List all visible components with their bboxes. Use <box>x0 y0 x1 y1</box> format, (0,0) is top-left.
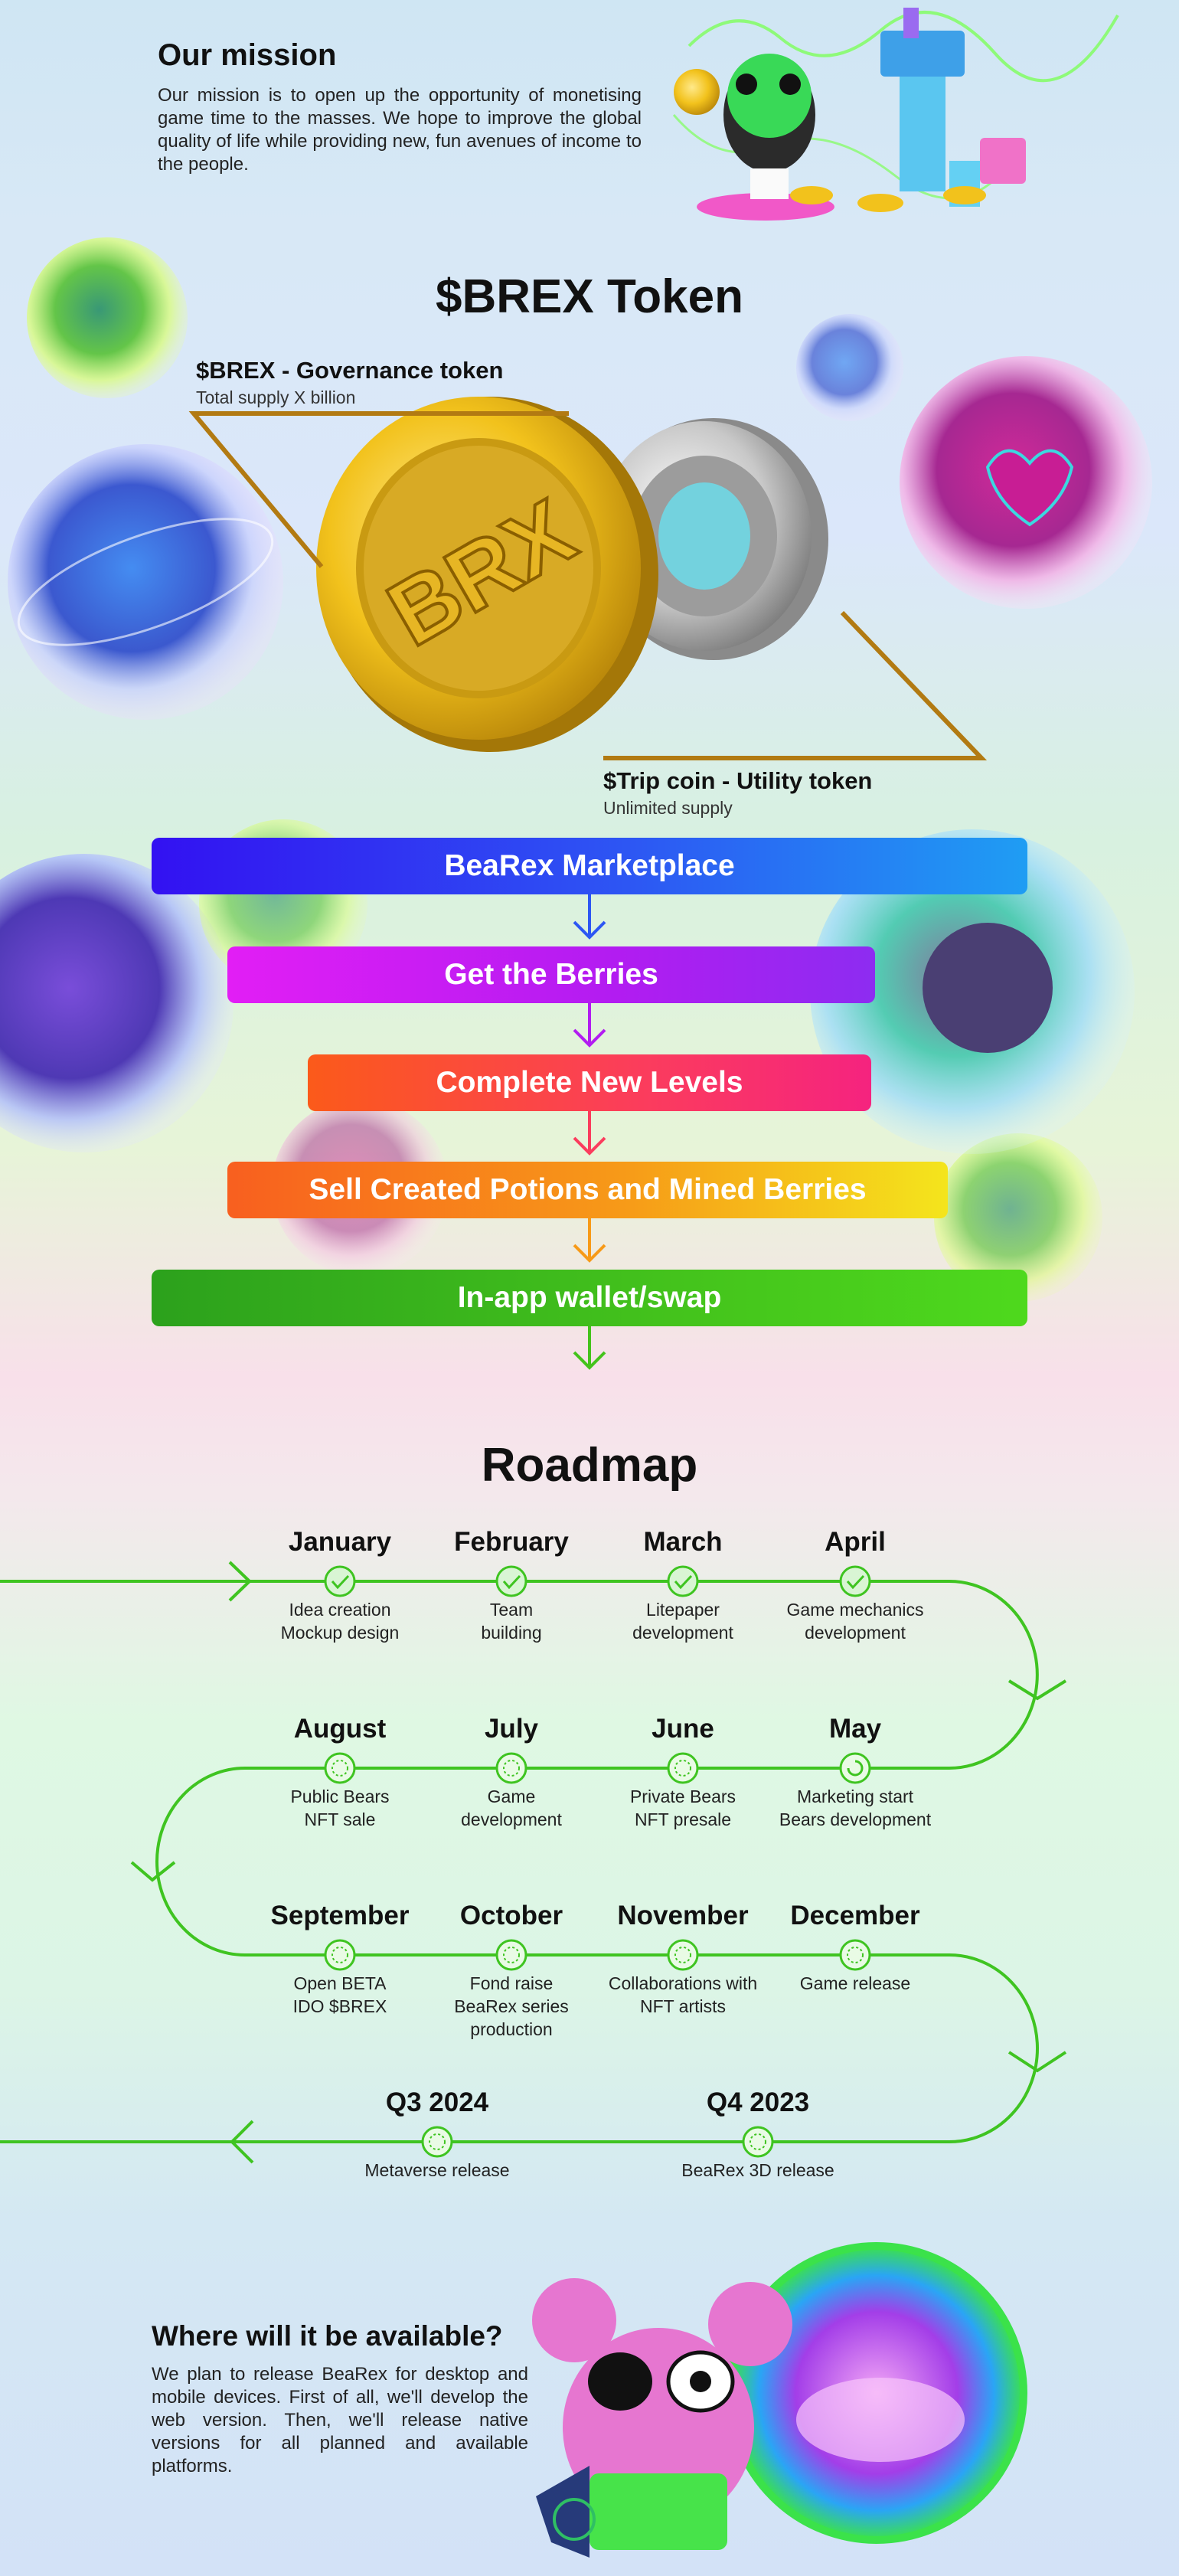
roadmap-month: May <box>828 1714 882 1744</box>
bubble-green-right <box>934 1133 1102 1302</box>
roadmap-month: December <box>790 1901 920 1930</box>
bubble-alien <box>8 444 283 720</box>
pending-dot-icon <box>495 1939 527 1971</box>
pending-dot-icon <box>667 1752 699 1784</box>
roadmap-month: April <box>825 1527 886 1557</box>
roadmap-month: March <box>643 1527 723 1557</box>
flow-arrows <box>573 894 606 1370</box>
roadmap-track <box>0 1561 1067 2164</box>
flow-step-wallet: In-app wallet/swap <box>152 1270 1027 1326</box>
pending-dot-icon <box>667 1939 699 1971</box>
roadmap-month: February <box>454 1527 569 1557</box>
flow-step-levels: Complete New Levels <box>308 1054 871 1111</box>
pending-dot-icon <box>421 2126 453 2158</box>
roadmap-month: August <box>293 1714 387 1744</box>
flow-step-marketplace: BeaRex Marketplace <box>152 838 1027 894</box>
governance-token-subtitle: Total supply X billion <box>196 387 356 407</box>
roadmap-markers <box>324 1565 871 2158</box>
flow-step-berries: Get the Berries <box>227 946 875 1003</box>
availability-text: We plan to release BeaRex for desktop an… <box>152 2364 528 2476</box>
roadmap-item-description: Game release <box>799 1973 911 1993</box>
roadmap-month: July <box>484 1714 539 1744</box>
availability-illustration <box>532 2242 1027 2558</box>
bubble-green-topleft <box>27 237 188 398</box>
check-icon <box>495 1565 527 1597</box>
roadmap-item-description: BeaRex 3D release <box>681 2160 834 2180</box>
utility-token-title: $Trip coin - Utility token <box>603 767 873 794</box>
token-title: $BREX Token <box>436 270 743 323</box>
check-icon <box>324 1565 356 1597</box>
check-icon <box>839 1565 871 1597</box>
governance-connector-line <box>188 411 569 568</box>
roadmap-month: June <box>652 1714 714 1744</box>
mission-text: Our mission is to open up the opportunit… <box>158 85 642 175</box>
availability-title: Where will it be available? <box>152 2320 503 2352</box>
token-coins: BRX <box>316 397 828 752</box>
roadmap-month: November <box>617 1901 749 1930</box>
roadmap-month: September <box>270 1901 410 1930</box>
pending-dot-icon <box>324 1939 356 1971</box>
utility-connector-line <box>603 610 988 760</box>
utility-token-subtitle: Unlimited supply <box>603 798 733 818</box>
roadmap-item-description: Metaverse release <box>364 2160 510 2180</box>
roadmap-month: Q3 2024 <box>385 2087 489 2117</box>
flow-step-sell: Sell Created Potions and Mined Berries <box>227 1162 948 1218</box>
roadmap-title: Roadmap <box>481 1439 698 1492</box>
roadmap-month: October <box>459 1901 563 1930</box>
roadmap-month: January <box>288 1527 392 1557</box>
pending-dot-icon <box>839 1939 871 1971</box>
pending-dot-icon <box>495 1752 527 1784</box>
pending-dot-icon <box>324 1752 356 1784</box>
check-icon <box>667 1565 699 1597</box>
bubble-small-blue <box>796 314 903 421</box>
mission-illustration <box>672 8 1119 221</box>
in-progress-icon <box>839 1752 871 1784</box>
roadmap-month: Q4 2023 <box>706 2087 810 2117</box>
pending-dot-icon <box>742 2126 774 2158</box>
mission-title: Our mission <box>158 38 337 72</box>
bubble-purple-left <box>0 854 234 1152</box>
governance-token-title: $BREX - Governance token <box>196 357 504 384</box>
